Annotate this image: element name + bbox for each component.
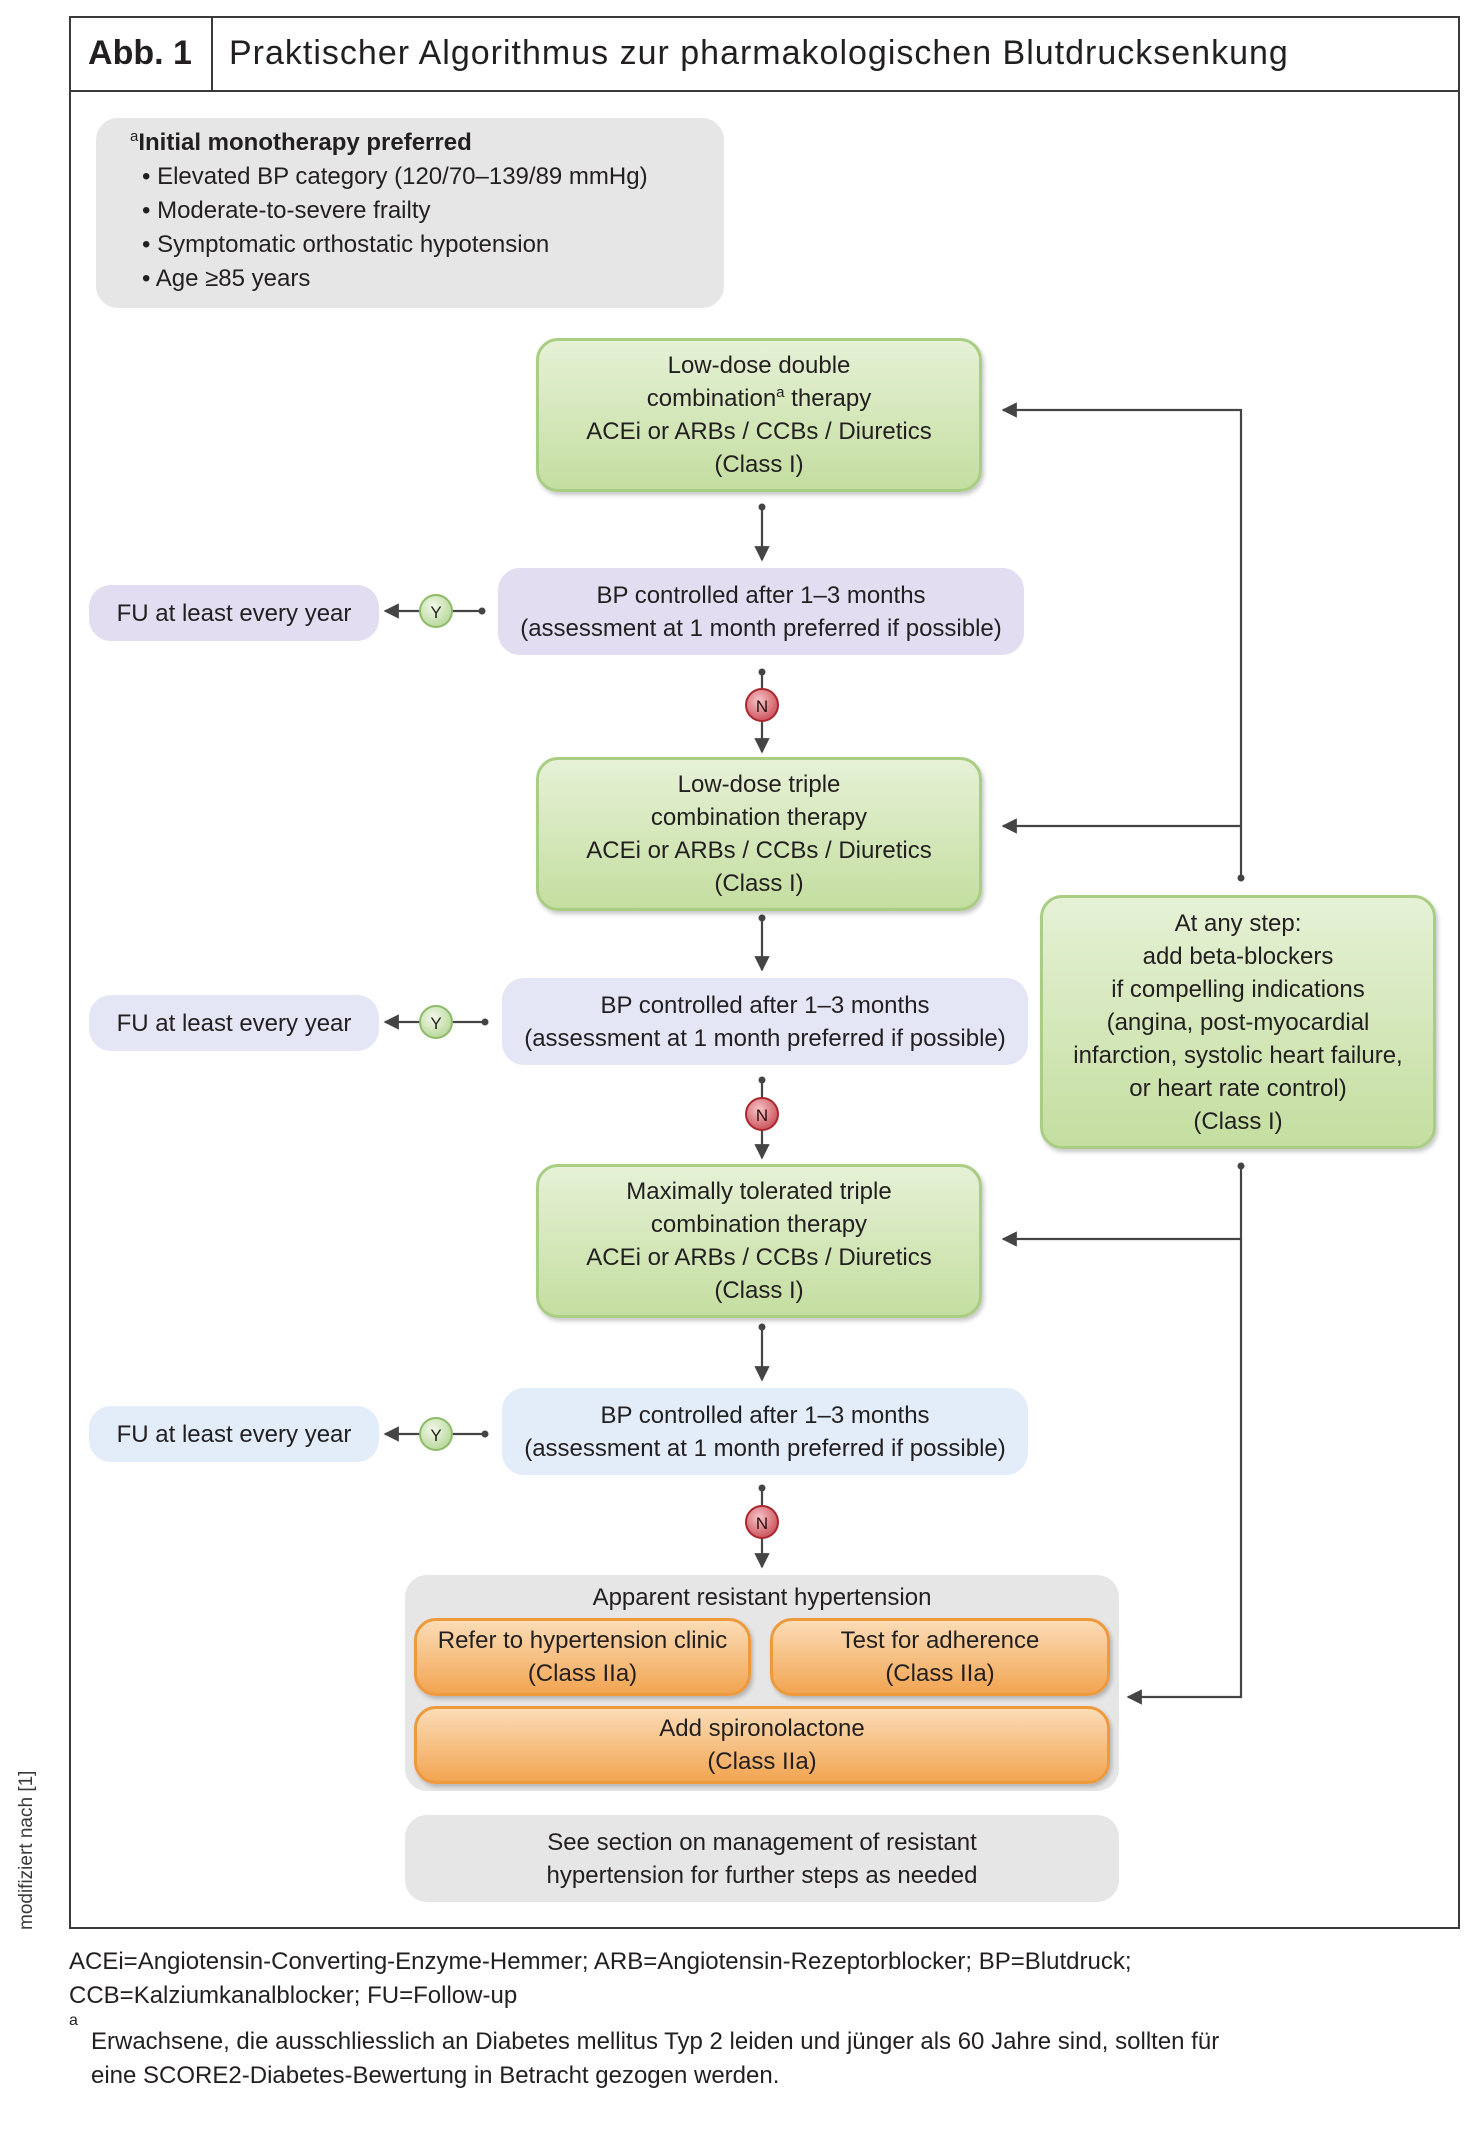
beta-line: or heart rate control) xyxy=(1129,1074,1347,1102)
dot xyxy=(1237,1162,1245,1170)
footnotes: ACEi=Angiotensin-Converting-Enzyme-Hemme… xyxy=(69,1945,1460,2093)
check-line: (assessment at 1 month preferred if poss… xyxy=(524,1434,1006,1462)
spiro-class: (Class IIa) xyxy=(707,1748,817,1775)
arrow-beta-to-resistant xyxy=(1126,1239,1243,1705)
figure-title: Praktischer Algorithmus zur pharmakologi… xyxy=(229,34,1289,72)
bp-check-2: BP controlled after 1–3 months (assessme… xyxy=(502,978,1028,1065)
footnote-a: a Erwachsene, die ausschliesslich an Dia… xyxy=(69,2013,1460,2093)
no-node: N xyxy=(745,688,779,722)
note-bullet-text: Symptomatic orthostatic hypotension xyxy=(157,231,550,258)
followup-box-1: FU at least every year xyxy=(89,585,379,641)
step-class: (Class I) xyxy=(714,870,804,897)
step-line: combination therapy xyxy=(650,804,868,831)
dot xyxy=(1237,874,1245,882)
bp-check-1: BP controlled after 1–3 months (assessme… xyxy=(498,568,1024,655)
check-line: BP controlled after 1–3 months xyxy=(596,581,926,609)
step-text: combination xyxy=(646,385,777,412)
step-low-dose-triple: Low-dose triple combination therapy ACEi… xyxy=(536,757,982,911)
step-line: ACEi or ARBs / CCBs / Diuretics xyxy=(586,837,932,864)
see-section-line: See section on management of resistant xyxy=(547,1828,977,1856)
check-line: (assessment at 1 month preferred if poss… xyxy=(524,1024,1006,1052)
step-line: Maximally tolerated triple xyxy=(626,1178,892,1205)
dot xyxy=(758,1484,766,1492)
figure-label: Abb. 1 xyxy=(69,16,213,90)
followup-text: FU at least every year xyxy=(116,1009,352,1037)
dot xyxy=(478,607,486,615)
beta-line: At any step: xyxy=(1174,909,1302,937)
yes-node: Y xyxy=(419,594,453,628)
dot xyxy=(758,668,766,676)
refer-clinic-box: Refer to hypertension clinic (Class IIa) xyxy=(414,1618,751,1696)
resistant-title: Apparent resistant hypertension xyxy=(592,1584,932,1611)
check-line: BP controlled after 1–3 months xyxy=(600,991,930,1019)
note-title: aInitial monotherapy preferred xyxy=(130,126,724,160)
yes-node: Y xyxy=(419,1417,453,1451)
see-section-line: hypertension for further steps as needed xyxy=(546,1861,978,1889)
adherence-line: Test for adherence xyxy=(840,1627,1040,1654)
step-line: Low-dose double xyxy=(667,352,851,379)
step-line: combination therapy xyxy=(650,1211,868,1238)
beta-line: if compelling indications xyxy=(1111,975,1365,1003)
step-line: combinationa therapy xyxy=(647,382,871,415)
step-line: Low-dose triple xyxy=(677,771,841,798)
arrow-beta-to-max xyxy=(1001,1166,1243,1247)
step-class: (Class I) xyxy=(714,451,804,478)
note-title-text: Initial monotherapy preferred xyxy=(138,129,472,156)
footnote-a-line: eine SCORE2-Diabetes-Bewertung in Betrac… xyxy=(91,2062,780,2089)
spironolactone-box: Add spironolactone (Class IIa) xyxy=(414,1706,1110,1784)
abbreviations-line: ACEi=Angiotensin-Converting-Enzyme-Hemme… xyxy=(69,1948,1132,1975)
adherence-class: (Class IIa) xyxy=(885,1660,995,1687)
followup-text: FU at least every year xyxy=(116,1420,352,1448)
note-bullet: • Age ≥85 years xyxy=(142,265,311,292)
step-max-triple: Maximally tolerated triple combination t… xyxy=(536,1164,982,1318)
followup-box-3: FU at least every year xyxy=(89,1406,379,1462)
note-bullet: • Symptomatic orthostatic hypotension xyxy=(142,231,550,258)
beta-line: infarction, systolic heart failure, xyxy=(1073,1041,1403,1069)
refer-line: Refer to hypertension clinic xyxy=(437,1627,728,1654)
note-bullet: • Elevated BP category (120/70–139/89 mm… xyxy=(142,163,648,190)
dot xyxy=(758,1323,766,1331)
refer-class: (Class IIa) xyxy=(527,1660,638,1687)
check-line: BP controlled after 1–3 months xyxy=(600,1401,930,1429)
test-adherence-box: Test for adherence (Class IIa) xyxy=(770,1618,1110,1696)
figure-frame xyxy=(69,16,1460,1929)
note-bullet: • Moderate-to-severe frailty xyxy=(142,197,431,224)
followup-box-2: FU at least every year xyxy=(89,995,379,1051)
check-line: (assessment at 1 month preferred if poss… xyxy=(520,614,1002,642)
bp-check-3: BP controlled after 1–3 months (assessme… xyxy=(502,1388,1028,1475)
spiro-line: Add spironolactone xyxy=(659,1715,865,1742)
note-bullet-text: Elevated BP category (120/70–139/89 mmHg… xyxy=(157,163,648,190)
step-line: ACEi or ARBs / CCBs / Diuretics xyxy=(586,418,932,445)
source-note: modifiziert nach [1] xyxy=(16,1770,37,1930)
yes-node: Y xyxy=(419,1005,453,1039)
see-section-box: See section on management of resistant h… xyxy=(405,1815,1119,1902)
footnote-a-line: Erwachsene, die ausschliesslich an Diabe… xyxy=(91,2028,1220,2055)
note-bullet-text: Moderate-to-severe frailty xyxy=(157,197,431,224)
figure-header: Abb. 1 Praktischer Algorithmus zur pharm… xyxy=(69,16,1460,92)
arrow-beta-to-double xyxy=(1001,402,1243,878)
footnote-marker: a xyxy=(776,384,785,401)
note-marker: a xyxy=(130,128,139,145)
beta-line: add beta-blockers xyxy=(1142,942,1334,970)
beta-line: (angina, post-myocardial xyxy=(1106,1008,1370,1036)
dot xyxy=(481,1018,489,1026)
step-class: (Class I) xyxy=(714,1277,804,1304)
step-low-dose-double: Low-dose double combinationa therapy ACE… xyxy=(536,338,982,492)
beta-class: (Class I) xyxy=(1193,1107,1283,1135)
no-node: N xyxy=(745,1505,779,1539)
monotherapy-note: aInitial monotherapy preferred • Elevate… xyxy=(96,118,724,308)
abbreviations-line: CCB=Kalziumkanalblocker; FU=Follow-up xyxy=(69,1982,518,2009)
dot xyxy=(758,914,766,922)
dot xyxy=(758,503,766,511)
dot xyxy=(758,1076,766,1084)
step-line: ACEi or ARBs / CCBs / Diuretics xyxy=(586,1244,932,1271)
note-bullet-text: Age ≥85 years xyxy=(155,265,311,292)
dot xyxy=(481,1430,489,1438)
step-text: therapy xyxy=(784,385,872,412)
beta-blocker-box: At any step: add beta-blockers if compel… xyxy=(1040,895,1436,1149)
no-node: N xyxy=(745,1097,779,1131)
followup-text: FU at least every year xyxy=(116,599,352,627)
